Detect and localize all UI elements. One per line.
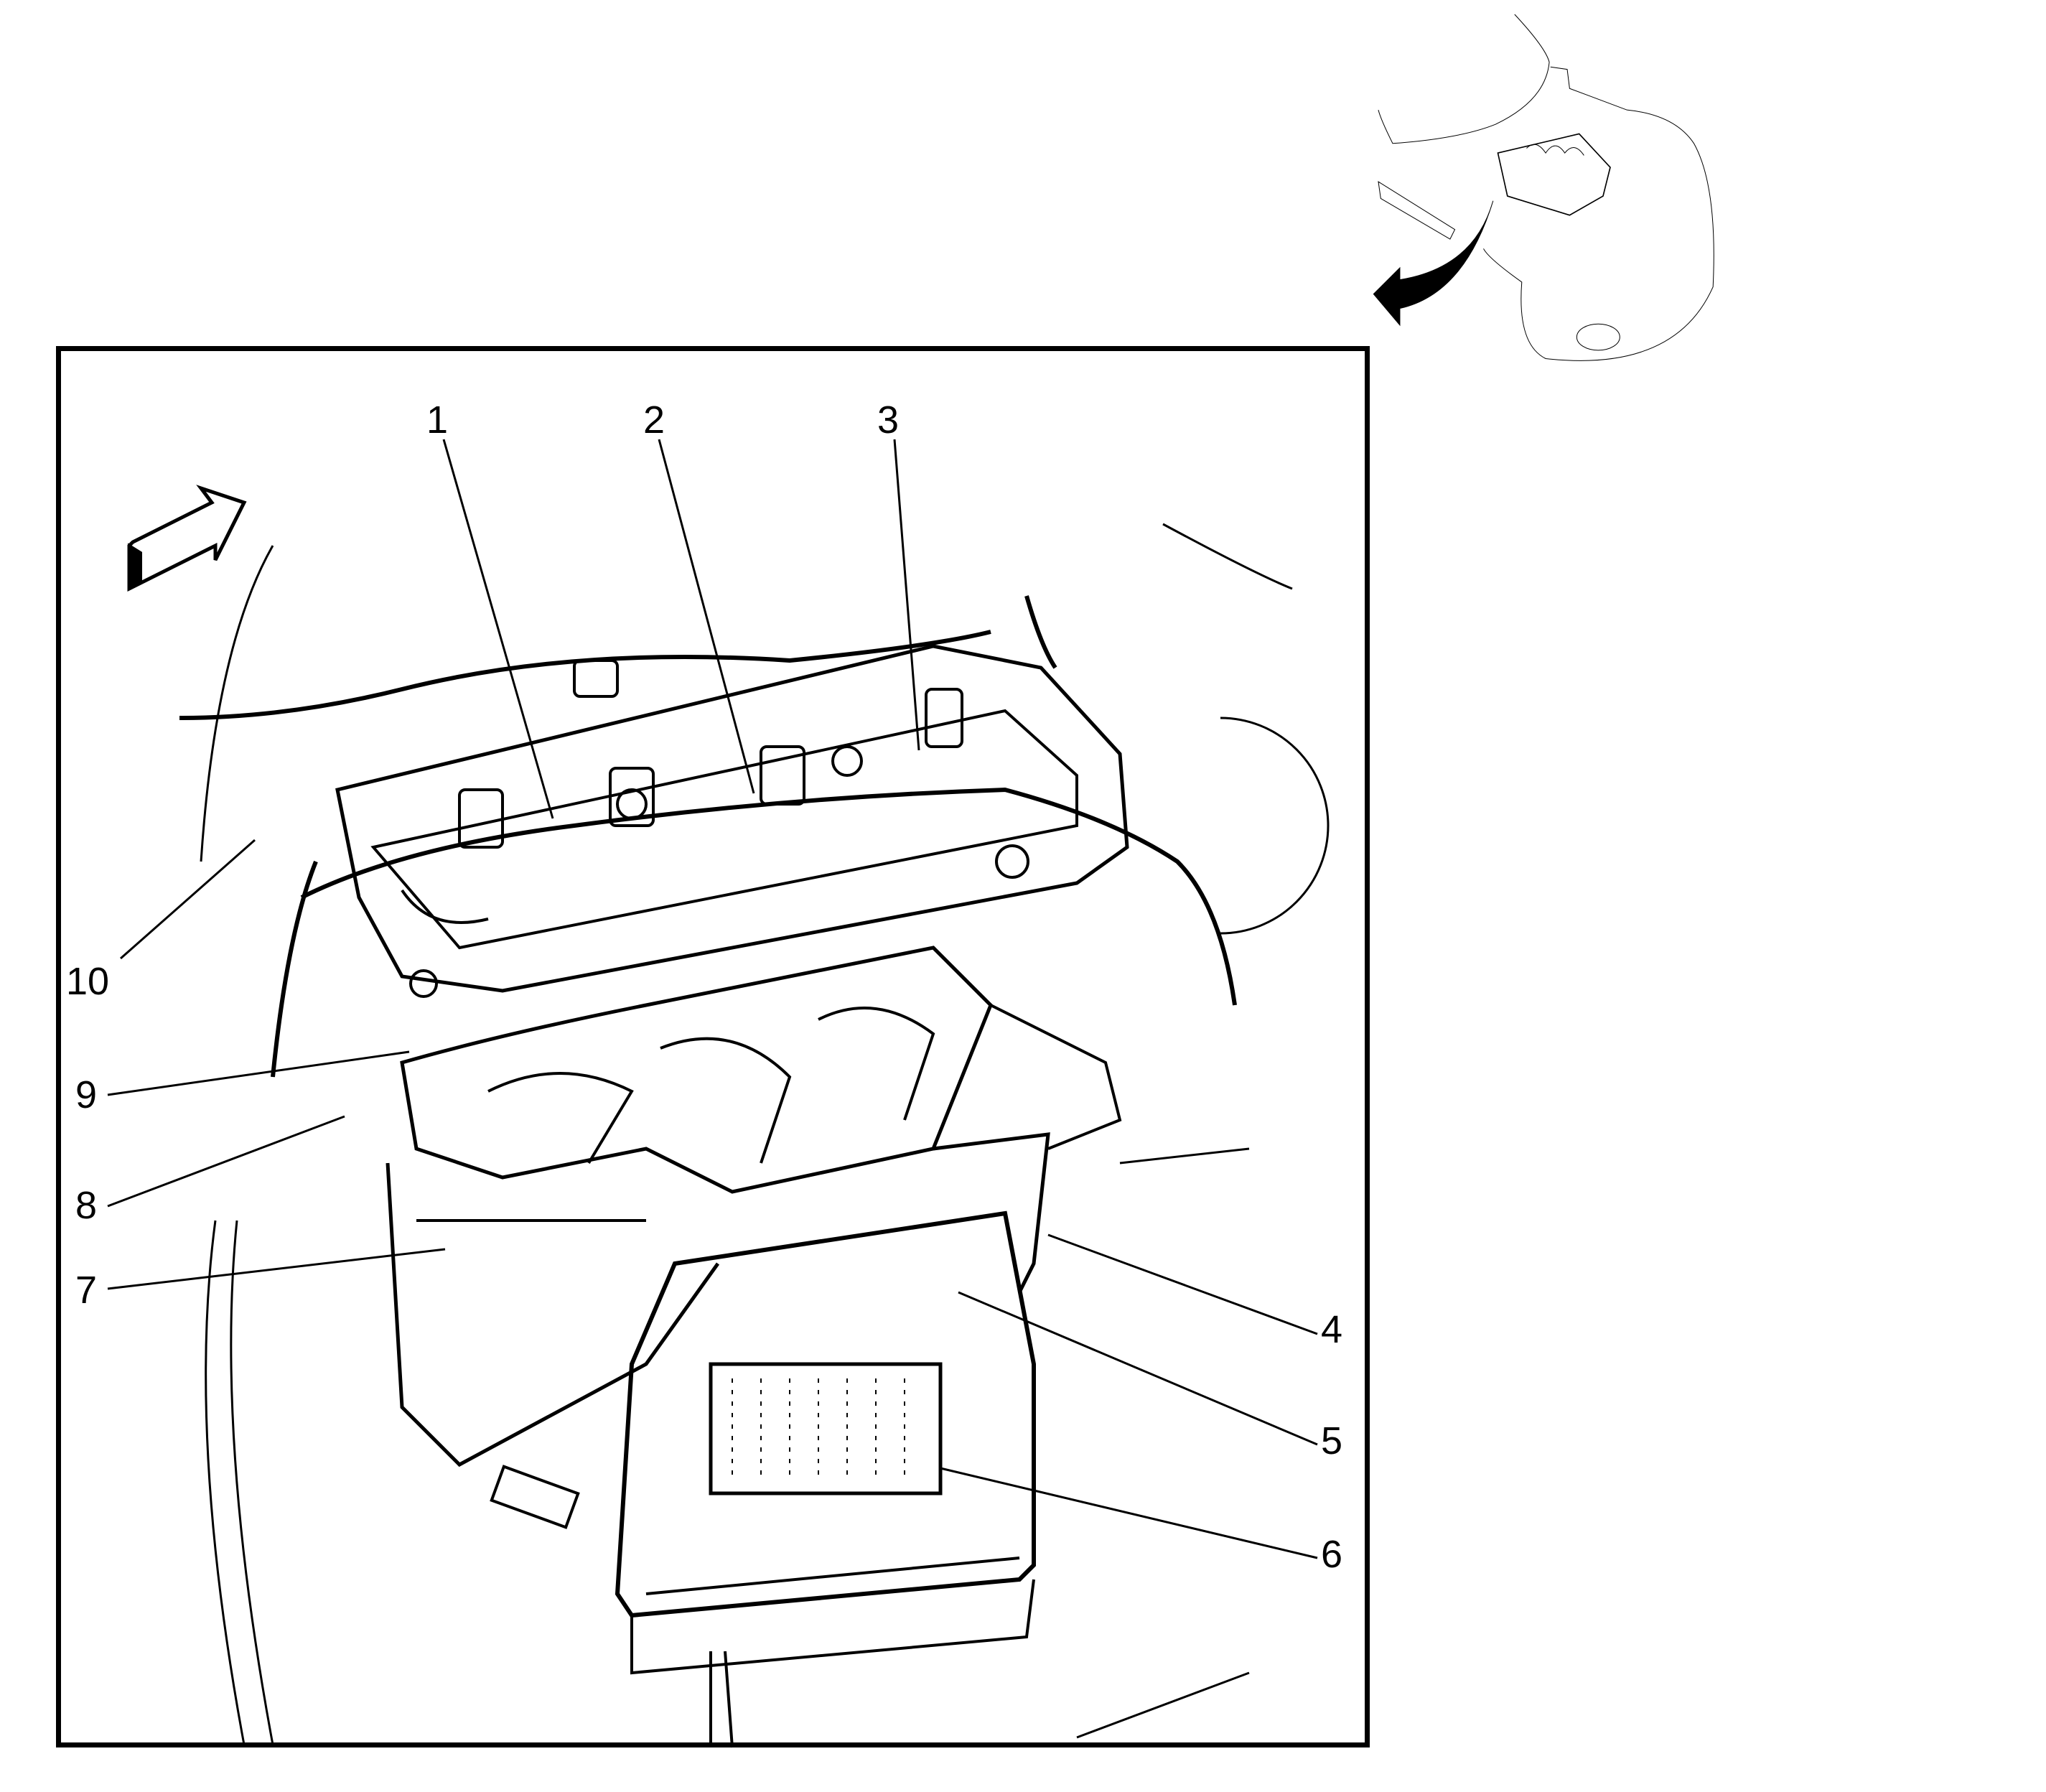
detail-view-frame [56, 346, 1370, 1747]
vehicle-overview-inset [1373, 14, 1714, 361]
callout-7: 7 [75, 1269, 98, 1312]
callout-9: 9 [75, 1073, 98, 1116]
callout-2: 2 [643, 398, 665, 442]
callout-1: 1 [426, 398, 449, 442]
engine-block [386, 1004, 1122, 1467]
wiring-harness [179, 595, 1237, 1078]
leader-lines [107, 439, 1318, 1559]
exhaust-manifold [400, 946, 993, 1194]
body-panels [200, 523, 1330, 1745]
callout-3: 3 [877, 398, 900, 442]
front-direction-arrow-icon [127, 485, 247, 592]
callout-4: 4 [1321, 1308, 1343, 1351]
ecm-housing [490, 1132, 1050, 1748]
callout-6: 6 [1321, 1533, 1343, 1576]
callout-5: 5 [1321, 1419, 1343, 1462]
callout-10: 10 [66, 960, 110, 1003]
callout-8: 8 [75, 1184, 98, 1227]
valve-cover [335, 644, 1129, 998]
